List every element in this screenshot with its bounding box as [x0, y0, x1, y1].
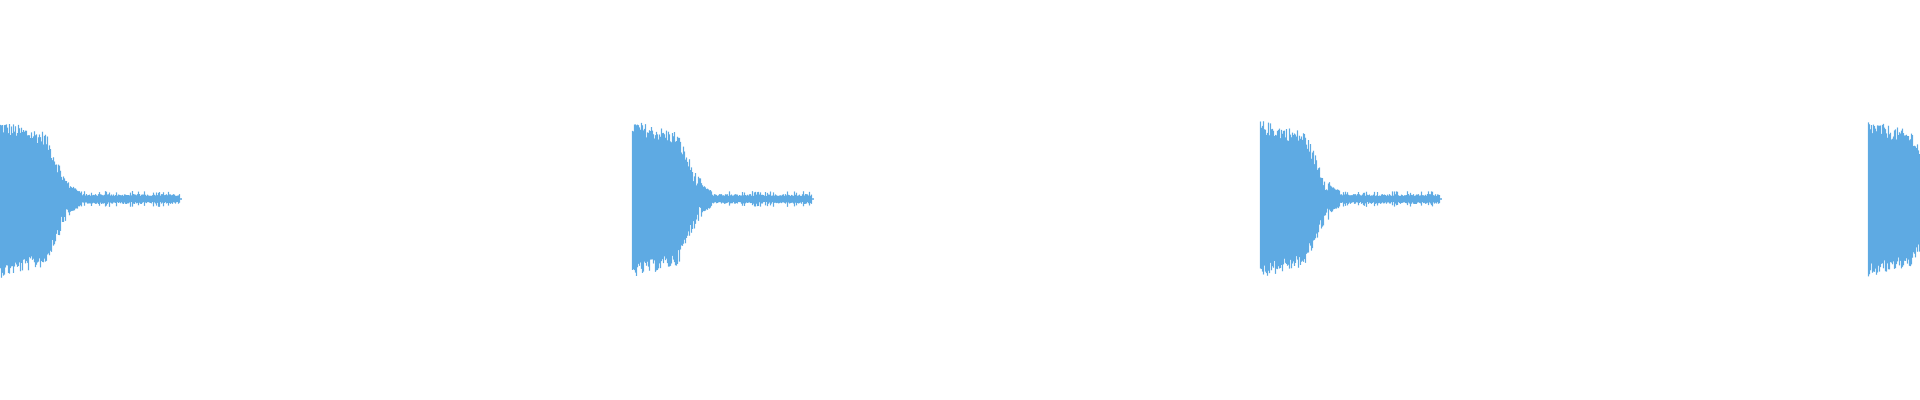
waveform-segment: [1259, 121, 1442, 276]
waveform-segment: [631, 122, 814, 276]
waveform-peaks: [0, 124, 181, 278]
waveform-segment: [0, 124, 182, 278]
waveform-segment: [1867, 122, 1920, 277]
